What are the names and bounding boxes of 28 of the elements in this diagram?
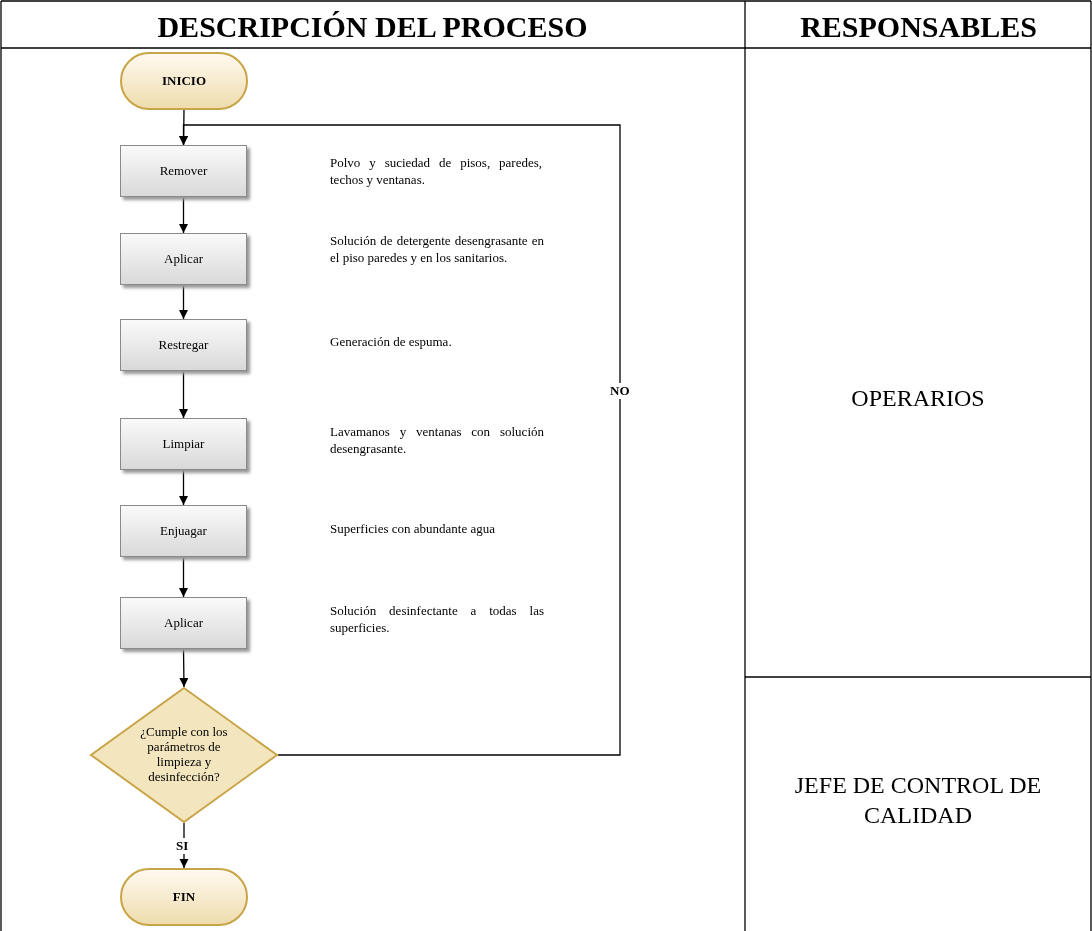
description-text: Solución de detergente desengrasante en el piso paredes y en los sanitarios. xyxy=(330,233,544,267)
process-box: Restregar xyxy=(120,319,247,371)
description-text: Generación de espuma. xyxy=(330,334,453,351)
process-box: Remover xyxy=(120,145,247,197)
arrow xyxy=(178,556,189,598)
arrow xyxy=(178,124,621,756)
process-box: Aplicar xyxy=(120,597,247,649)
decision-diamond: ¿Cumple con los parámetros de limpieza y desinfección? xyxy=(90,687,278,823)
terminator-shape: FIN xyxy=(120,868,248,926)
column-header: RESPONSABLES xyxy=(799,9,1038,45)
arrow xyxy=(178,370,189,419)
arrow xyxy=(178,284,189,320)
arrow xyxy=(178,196,189,234)
process-box: Enjuagar xyxy=(120,505,247,557)
arrow xyxy=(178,469,189,506)
description-text: Solución desinfectante a todas las superficies. xyxy=(330,603,544,637)
description-text: Lavamanos y ventanas con solución desengrasante. xyxy=(330,424,544,458)
process-box: Limpiar xyxy=(120,418,247,470)
terminator-shape: INICIO xyxy=(120,52,248,110)
description-text: Superficies con abundante agua xyxy=(330,521,496,538)
edge-label: NO xyxy=(608,383,632,399)
responsible-label: OPERARIOS xyxy=(850,384,986,413)
responsible-label: JEFE DE CONTROL DE CALIDAD xyxy=(793,771,1043,830)
description-text: Polvo y suciedad de pisos, paredes, techos y ventanas. xyxy=(330,155,542,189)
column-header: DESCRIPCIÓN DEL PROCESO xyxy=(156,9,589,45)
edge-label: SI xyxy=(174,837,191,854)
arrow xyxy=(179,648,189,688)
process-box: Aplicar xyxy=(120,233,247,285)
